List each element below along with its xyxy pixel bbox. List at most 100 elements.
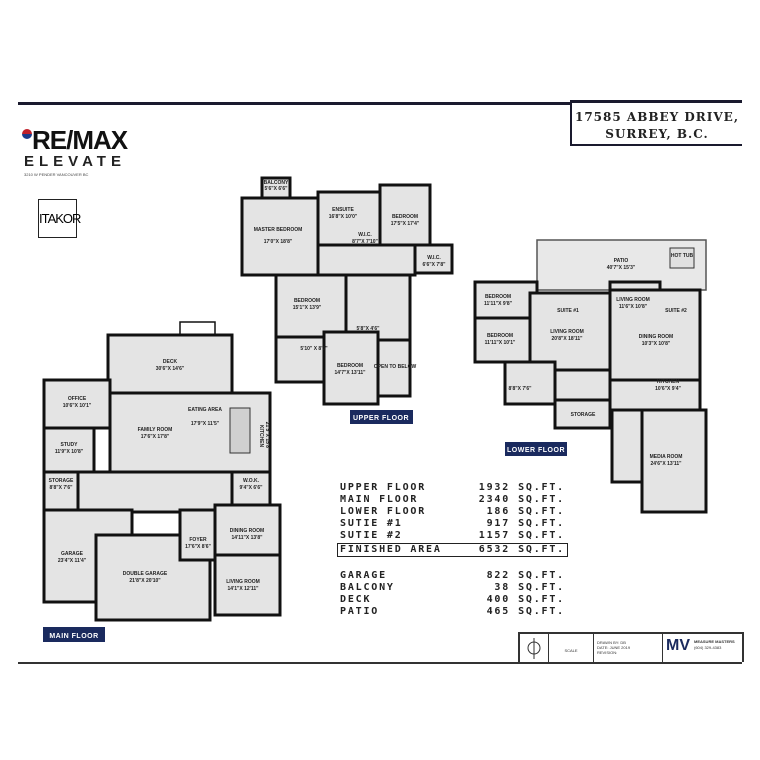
text-label: PATIO bbox=[340, 606, 380, 617]
area-row: UPPER FLOOR 1932 SQ.FT. bbox=[340, 482, 565, 494]
text-label: REVISION: bbox=[597, 650, 618, 655]
text-label: MASTER BEDROOM bbox=[254, 227, 303, 233]
room-dimension: 17'0"X 18'8" bbox=[264, 239, 293, 245]
company-info: MV MEASURE MASTERS (604) 329-4383 bbox=[663, 634, 742, 662]
itakor-logo: ITAKOR bbox=[38, 199, 81, 238]
room-dimension: 8'8"X 7'6" bbox=[509, 386, 533, 392]
text-label: HOT TUB bbox=[671, 253, 694, 259]
text-label: SQ.FT. bbox=[518, 544, 565, 555]
room-open-below bbox=[376, 338, 412, 398]
remax-logo: RE/MAX ELEVATE 3210 W PENDER VANCOUVER B… bbox=[22, 125, 128, 177]
text-label: LOWER FLOOR bbox=[507, 447, 565, 454]
room-dimension: 17'6"X 17'8" bbox=[141, 434, 170, 440]
text-label: 1157 bbox=[478, 530, 511, 541]
text-label: STORAGE bbox=[571, 412, 596, 418]
room-bedroom-l1 bbox=[473, 280, 539, 320]
room-dimension: 5'6"X 6'6" bbox=[265, 186, 289, 192]
text-label: PATIO bbox=[614, 258, 629, 264]
text-label: SUITE #1 bbox=[557, 308, 579, 314]
text-label: MEDIA ROOM bbox=[650, 454, 683, 460]
text-label: W.I.C. bbox=[427, 255, 441, 261]
text-label: BALCONY bbox=[340, 582, 395, 593]
text-label: DINING ROOM bbox=[230, 528, 264, 534]
room-small-lower bbox=[503, 360, 557, 406]
text-label: BEDROOM bbox=[392, 214, 418, 220]
text-label: SQ.FT. bbox=[518, 582, 565, 593]
kitchen-island bbox=[229, 407, 251, 454]
room-dimension: 10'3"X 10'8" bbox=[642, 341, 671, 347]
text-label: DINING ROOM bbox=[639, 334, 673, 340]
room-dimension: 16'8"X 10'0" bbox=[329, 214, 358, 220]
text-label: LIVING ROOM bbox=[550, 329, 584, 335]
text-label: SQ.FT. bbox=[518, 482, 565, 493]
text-label: SQ.FT. bbox=[518, 530, 565, 541]
text-label: W.I.C. bbox=[358, 232, 372, 238]
text-label: (604) 329-4383 bbox=[694, 645, 722, 650]
room-dimension: 11'9"X 10'8" bbox=[55, 449, 84, 455]
room-dimension: 6'6"X 7'8" bbox=[423, 262, 447, 268]
text-label: KITCHEN bbox=[258, 425, 264, 448]
main-floor-badge bbox=[43, 627, 105, 642]
text-label: DOUBLE GARAGE bbox=[123, 571, 168, 577]
text-label: OPEN TO BELOW bbox=[374, 364, 417, 370]
text-label: FAMILY ROOM bbox=[138, 427, 173, 433]
text-label: SQ.FT. bbox=[518, 506, 565, 517]
text-label: STORAGE bbox=[49, 478, 74, 484]
room-dimension: 11'6"X 10'8" bbox=[619, 304, 648, 310]
text-label: SQ.FT. bbox=[518, 494, 565, 505]
address-line2: SURREY, B.C. bbox=[605, 127, 709, 141]
header-rule bbox=[18, 102, 570, 105]
text-label: 917 bbox=[486, 518, 511, 529]
room-dimension: 8'8"X 7'6" bbox=[50, 485, 74, 491]
upper-floor-badge bbox=[350, 410, 413, 424]
room-stair-upper bbox=[344, 273, 412, 342]
text-label: SQ.FT. bbox=[518, 606, 565, 617]
text-label: BALCONY bbox=[264, 180, 289, 186]
room-dimension: 17'6"X 8'6" bbox=[185, 544, 211, 550]
room-dimension: 5'10" X 8'3" bbox=[300, 346, 328, 352]
room-dimension: 14'1"X 12'11" bbox=[227, 586, 259, 592]
room-dimension: 20'8"X 18'11" bbox=[551, 336, 583, 342]
room-master-bedroom bbox=[240, 196, 320, 277]
room-dimension: 14'7"X 13'11" bbox=[334, 370, 366, 376]
text-label: GARAGE bbox=[340, 570, 387, 581]
room-media bbox=[640, 408, 708, 514]
text-label: BEDROOM bbox=[294, 298, 320, 304]
text-label: 1932 bbox=[478, 482, 511, 493]
room-dimension: 10'6"X 9'4" bbox=[655, 386, 681, 392]
room-dimension: 11'11"X 9'8" bbox=[484, 301, 513, 307]
room-dimension: 21'8"X 20'10" bbox=[129, 578, 161, 584]
room-bath-upper bbox=[274, 335, 326, 384]
text-label: W.O.K. bbox=[243, 478, 260, 484]
room-dimension: 15'1"X 13'9" bbox=[293, 305, 322, 311]
room-dimension: 17'9"X 11'5" bbox=[191, 421, 220, 427]
room-dimension: 40'7"X 15'3" bbox=[607, 265, 636, 271]
text-label: UPPER FLOOR bbox=[353, 415, 409, 422]
text-label: FINISHED AREA bbox=[340, 544, 442, 555]
room-stair-lower bbox=[553, 368, 612, 402]
room-hall-upper bbox=[316, 243, 417, 277]
room-study bbox=[42, 426, 96, 474]
office-address: 3210 W PENDER VANCOUVER BC bbox=[24, 172, 89, 177]
room-dimension: 5'8"X 4'6" bbox=[357, 326, 381, 332]
room-bath-lower bbox=[610, 408, 644, 484]
text-label: BEDROOM bbox=[337, 363, 363, 369]
text-label: 400 bbox=[486, 594, 511, 605]
text-label: BEDROOM bbox=[487, 333, 513, 339]
text-label: DECK bbox=[340, 594, 372, 605]
text-label: UPPER FLOOR bbox=[340, 482, 427, 493]
text-label: 186 bbox=[486, 506, 511, 517]
scale: SCALE bbox=[549, 634, 594, 662]
main-floor-plan: DECK 30'6"X 14'6" OFFICE 10'6"X 10'1" ST… bbox=[42, 321, 282, 642]
brand-name: RE/MAX bbox=[32, 125, 128, 155]
lower-floor-badge bbox=[505, 442, 567, 456]
